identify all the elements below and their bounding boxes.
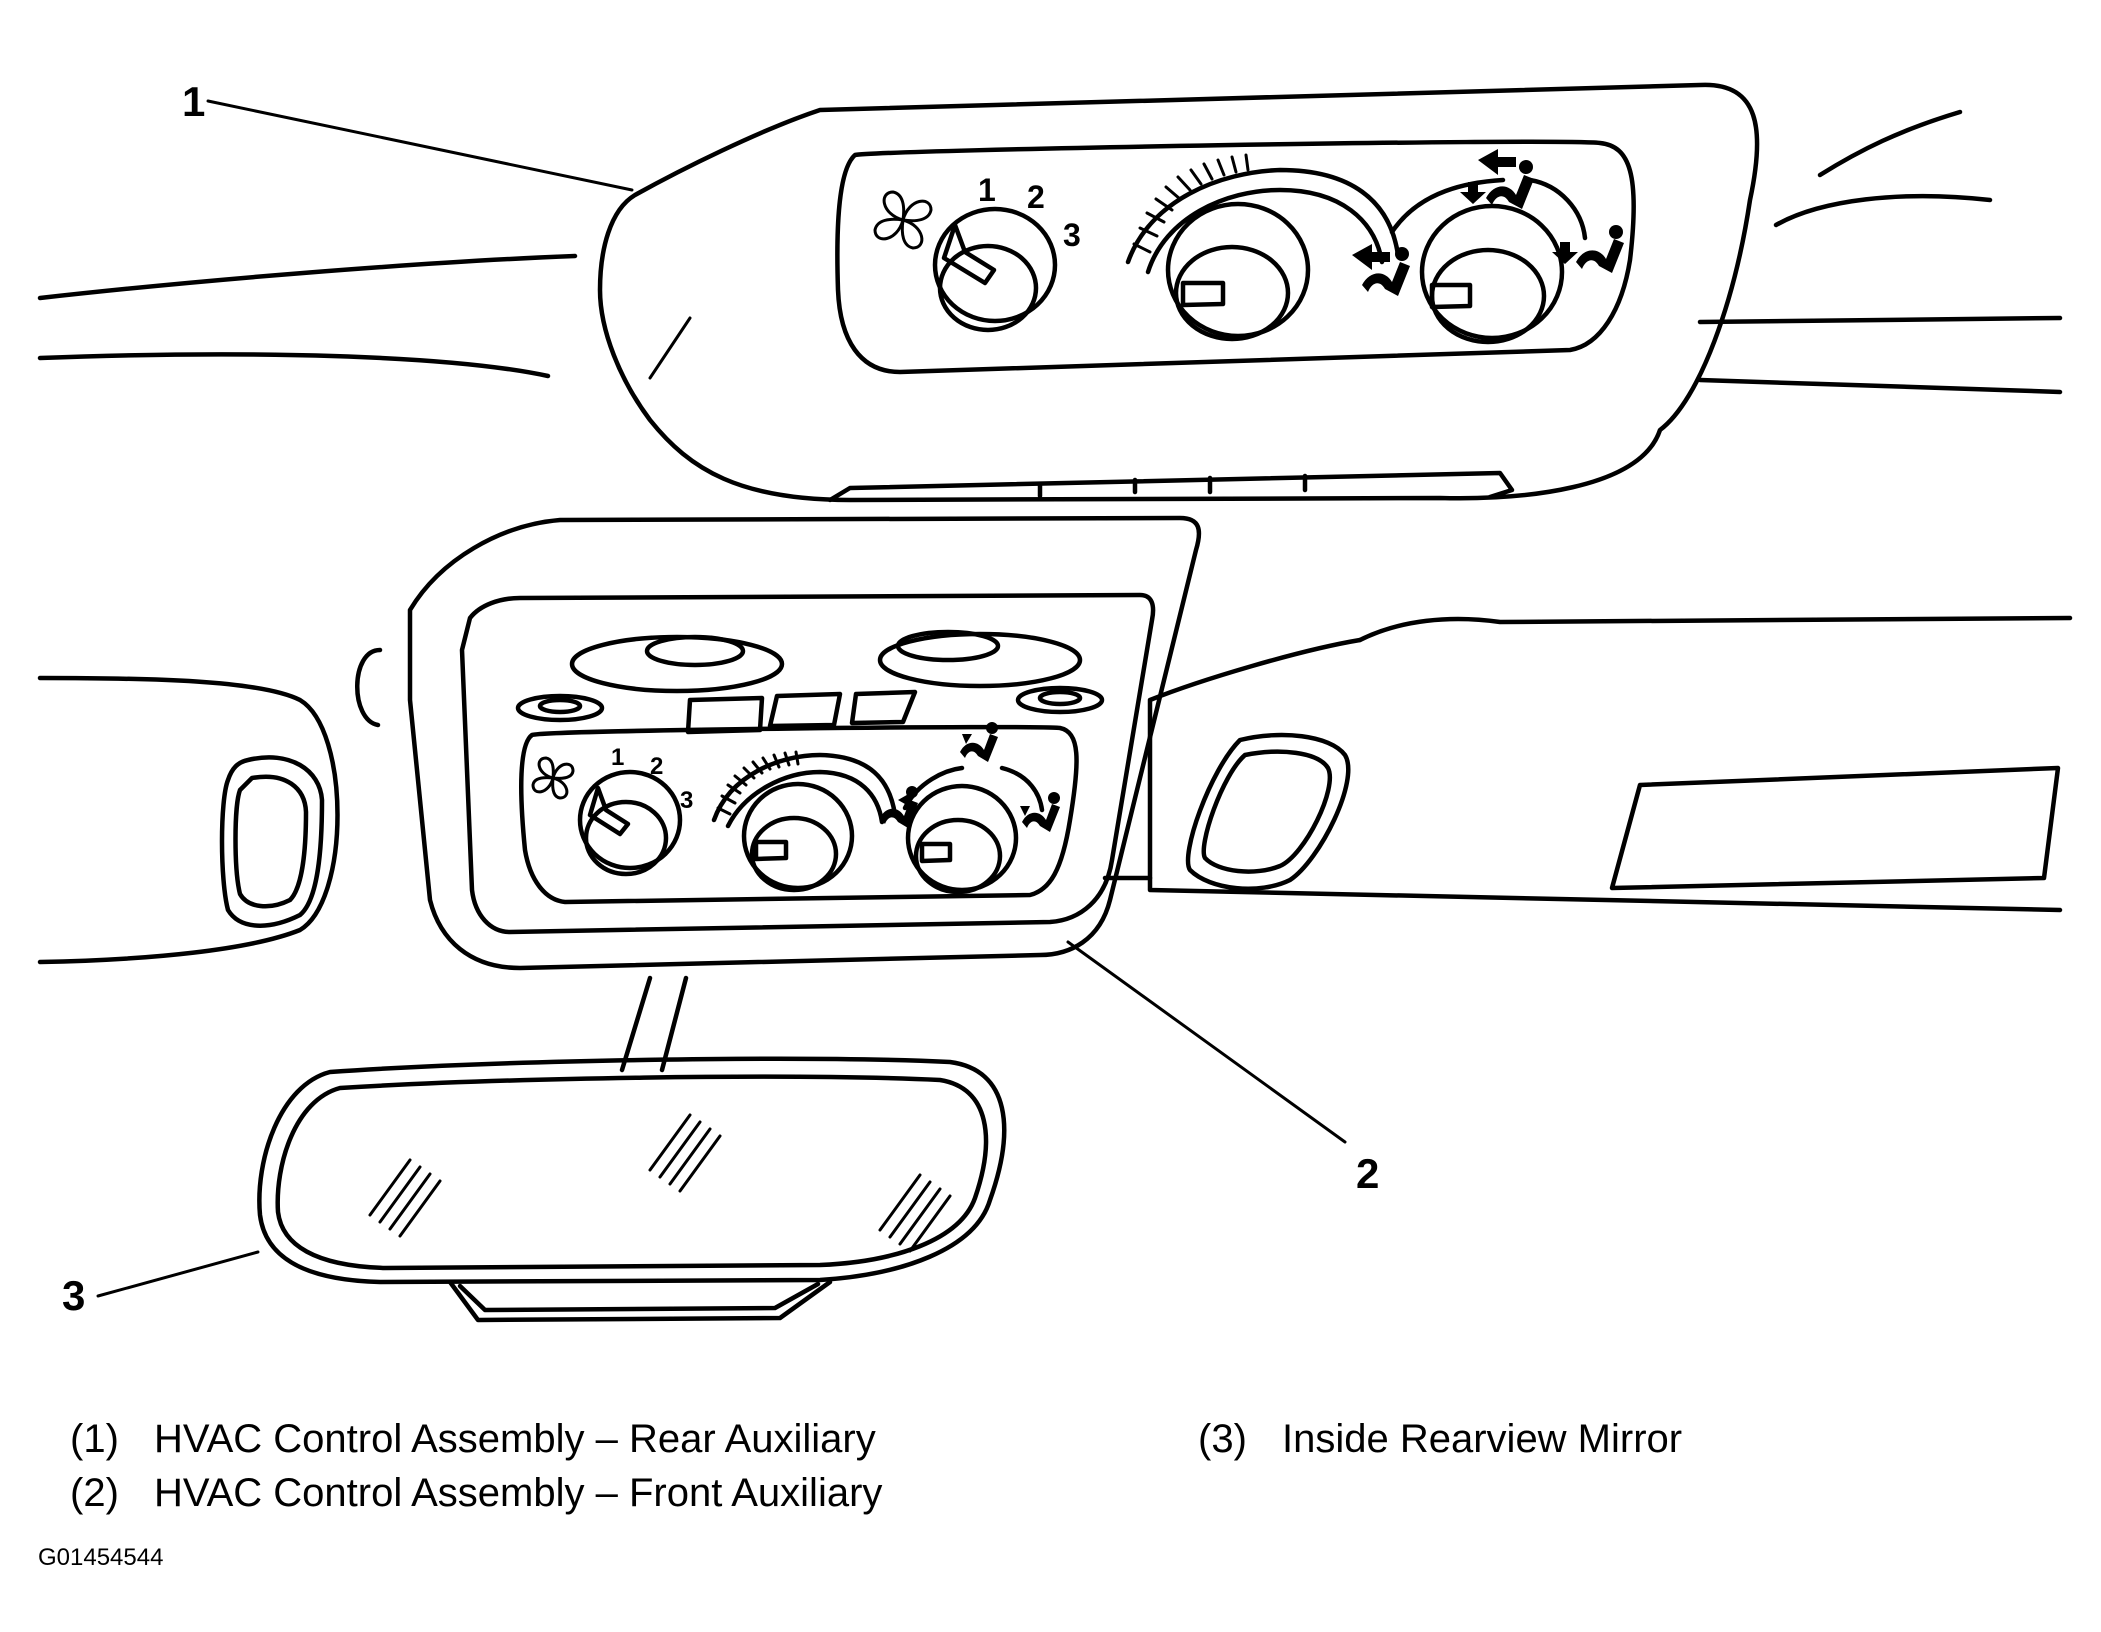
- bi-level-mode-icon: [960, 722, 998, 762]
- headliner-lines: [37, 109, 2063, 395]
- legend-item-3: (3) Inside Rearview Mirror: [1198, 1419, 1682, 1459]
- front-temperature-scale: [711, 750, 898, 829]
- figure-id: G01454544: [38, 1544, 164, 1571]
- legend-index: (1): [70, 1417, 119, 1461]
- legend-text: HVAC Control Assembly – Front Auxiliary: [154, 1471, 883, 1515]
- rear-temperature-scale: [1125, 153, 1401, 275]
- rear-mode-scale: [1389, 177, 1588, 241]
- rear-fan-speed-2: 2: [1027, 179, 1045, 215]
- rear-hvac-control-assembly: 1 2 3: [597, 82, 1760, 503]
- bi-level-mode-icon: [1460, 149, 1534, 209]
- inside-rearview-mirror: [257, 975, 1007, 1323]
- front-mode-knob[interactable]: [905, 783, 1019, 895]
- rear-fan-speed-1: 1: [978, 172, 996, 208]
- floor-mode-icon: [1552, 225, 1624, 273]
- callout-3: 3: [62, 1250, 260, 1319]
- legend-index: (3): [1198, 1417, 1247, 1461]
- front-temperature-knob[interactable]: [741, 781, 855, 893]
- callout-1: 1: [182, 78, 634, 192]
- rear-temperature-knob[interactable]: [1165, 201, 1311, 342]
- floor-mode-icon: [1020, 792, 1060, 832]
- mirror-glare-marks: [368, 1113, 952, 1253]
- front-fan-speed-1: 1: [611, 744, 624, 771]
- legend-index: (2): [70, 1471, 119, 1515]
- vent-mode-icon: [1352, 244, 1410, 296]
- callout-number-2: 2: [1356, 1150, 1379, 1197]
- callout-2: 2: [1066, 940, 1379, 1197]
- callout-number-1: 1: [182, 78, 205, 125]
- front-fan-speed-3: 3: [680, 787, 693, 814]
- fan-icon: [873, 190, 933, 250]
- legend-item-1: (1) HVAC Control Assembly – Rear Auxiliar…: [70, 1419, 876, 1459]
- legend-text: Inside Rearview Mirror: [1282, 1417, 1683, 1461]
- left-visor-area: [37, 647, 383, 965]
- rear-mode-knob[interactable]: [1419, 203, 1565, 345]
- front-fan-knob[interactable]: [577, 769, 683, 877]
- rear-fan-knob[interactable]: [932, 206, 1058, 333]
- rear-fan-speed-3: 3: [1063, 217, 1081, 253]
- callout-number-3: 3: [62, 1272, 85, 1319]
- legend-text: HVAC Control Assembly – Rear Auxiliary: [154, 1417, 876, 1461]
- legend-item-2: (2) HVAC Control Assembly – Front Auxilia…: [70, 1473, 882, 1513]
- fan-icon: [531, 756, 575, 800]
- right-visor-area: [1102, 615, 2073, 913]
- front-fan-speed-2: 2: [650, 753, 663, 780]
- front-hvac-control-assembly: 1 2 3: [407, 515, 1202, 971]
